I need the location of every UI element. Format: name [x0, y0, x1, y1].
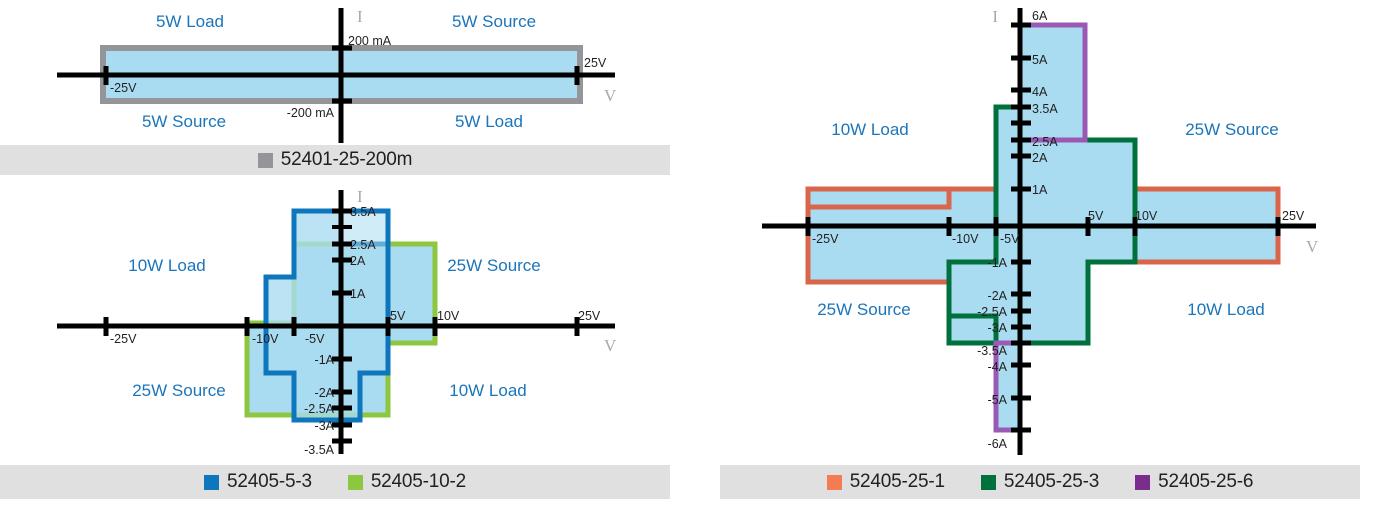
legend-swatch-52405-25-1	[826, 474, 842, 490]
legend-label: 52405-5-3	[226, 471, 312, 492]
tick-label-current: -200 mA	[287, 106, 335, 120]
tick-label-current: 5A	[1032, 53, 1048, 67]
legend-swatch-52401-25-200m	[257, 152, 273, 168]
legend-label: 52401-25-200m	[280, 149, 413, 170]
tick-label-current: -3.5A	[304, 443, 335, 457]
tick-label-current: 4A	[1032, 85, 1048, 99]
tick-label-voltage: -5V	[305, 332, 325, 346]
axes	[762, 8, 1316, 455]
legend-chart-52401: 52401-25-200m	[0, 145, 670, 175]
tick-label-current: -2.5A	[977, 305, 1008, 319]
legend-entry[interactable]: 52405-10-2	[347, 471, 467, 493]
legend-label: 52405-10-2	[370, 471, 467, 492]
axis-label-voltage: V	[1306, 237, 1319, 256]
legend-swatch-52405-25-6	[1135, 474, 1151, 490]
quadrant-label: 5W Load	[156, 12, 224, 31]
tick-label-current: -1A	[315, 353, 335, 367]
tick-label-current: -2A	[315, 386, 335, 400]
quadrant-label: 10W Load	[128, 256, 206, 275]
legend-entry[interactable]: 52405-25-6	[1135, 471, 1253, 493]
quadrant-label: 25W Source	[447, 256, 541, 275]
chart-52405-5-3-and-10-2: 10W Load 25W Source 25W Source 10W Load …	[57, 187, 617, 457]
tick-label-current: 2A	[1032, 151, 1048, 165]
chart-52405-25-family: 10W Load 25W Source 25W Source 10W Load …	[762, 7, 1319, 455]
tick-label-current: -6A	[988, 437, 1008, 451]
tick-label-voltage: -25V	[110, 332, 137, 346]
tick-label-voltage: 10V	[437, 309, 460, 323]
tick-label-current: 200 mA	[348, 34, 392, 48]
axis-label-current: I	[992, 7, 998, 26]
tick-label-voltage: 5V	[390, 309, 406, 323]
tick-label-voltage: 25V	[1282, 209, 1305, 223]
quadrant-label: 10W Load	[831, 120, 909, 139]
tick-label-voltage: -10V	[252, 332, 279, 346]
tick-label-voltage: 5V	[1088, 209, 1104, 223]
tick-label-current: 2.5A	[350, 238, 376, 252]
axis-label-voltage: V	[604, 86, 617, 105]
tick-label-voltage: -25V	[110, 81, 137, 95]
axis-label-current: I	[357, 187, 363, 206]
legend-entry[interactable]: 52405-5-3	[203, 471, 312, 493]
tick-label-current: 3.5A	[1032, 102, 1058, 116]
tick-label-current: -2A	[988, 289, 1008, 303]
legend-swatch-52405-25-3	[980, 474, 996, 490]
tick-label-current: -5A	[988, 393, 1008, 407]
tick-label-current: 2A	[350, 254, 366, 268]
axes	[57, 190, 615, 454]
quadrant-label: 25W Source	[1185, 120, 1279, 139]
tick-label-current: -1A	[988, 256, 1008, 270]
axis-label-voltage: V	[604, 336, 617, 355]
tick-label-current: 2.5A	[1032, 135, 1058, 149]
tick-label-voltage: 10V	[1135, 209, 1158, 223]
tick-label-current: -3A	[315, 419, 335, 433]
legend-swatch-52405-10-2	[347, 474, 363, 490]
tick-label-current: -3.5A	[977, 344, 1008, 358]
tick-label-voltage: 25V	[584, 56, 607, 70]
quadrant-label: 10W Load	[449, 381, 527, 400]
quadrant-label: 25W Source	[132, 381, 226, 400]
tick-label-current: -3A	[988, 321, 1008, 335]
legend-label: 52405-25-1	[849, 471, 945, 492]
panel-right-chart: 10W Load 25W Source 25W Source 10W Load …	[700, 0, 1379, 507]
quadrant-label: 5W Source	[142, 112, 226, 131]
legend-swatch-52405-5-3	[203, 474, 219, 490]
tick-label-voltage: -10V	[952, 232, 979, 246]
legend-entry[interactable]: 52401-25-200m	[257, 149, 413, 171]
quadrant-label: 25W Source	[817, 300, 911, 319]
tick-label-voltage: -5V	[1000, 232, 1020, 246]
quadrant-label: 10W Load	[1187, 300, 1265, 319]
legend-label: 52405-25-6	[1158, 471, 1254, 492]
legend-chart-52405-5-10: 52405-5-3 52405-10-2	[0, 465, 670, 499]
tick-label-current: 6A	[1032, 9, 1048, 23]
legend-entry[interactable]: 52405-25-3	[980, 471, 1100, 493]
tick-label-current: 1A	[1032, 183, 1048, 197]
quadrant-label: 5W Load	[455, 112, 523, 131]
axis-label-current: I	[357, 7, 363, 26]
axes	[57, 8, 615, 143]
tick-label-current: 1A	[350, 287, 366, 301]
chart-52401-25-200m: 5W Load 5W Source 5W Source 5W Load I V …	[57, 7, 617, 143]
legend-entry[interactable]: 52405-25-1	[826, 471, 945, 493]
quadrant-label: 5W Source	[452, 12, 536, 31]
tick-label-voltage: -25V	[812, 232, 839, 246]
tick-label-current: -4A	[988, 360, 1008, 374]
panel-left-charts: 5W Load 5W Source 5W Source 5W Load I V …	[0, 0, 680, 507]
legend-label: 52405-25-3	[1003, 471, 1100, 492]
tick-label-current: -2.5A	[304, 402, 335, 416]
tick-label-voltage: 25V	[578, 309, 601, 323]
legend-chart-52405-25: 52405-25-1 52405-25-3 52405-25-6	[720, 465, 1360, 499]
tick-label-current: 3.5A	[350, 205, 376, 219]
